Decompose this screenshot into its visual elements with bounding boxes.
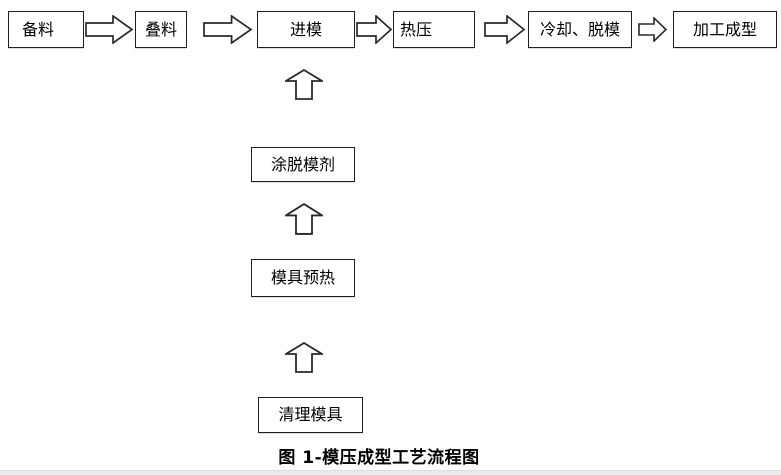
main-step-prepare-material-box: 备料 (8, 11, 84, 48)
arrow-right-icon (203, 15, 253, 44)
step-label: 进模 (289, 19, 322, 39)
arrow-right-icon (484, 15, 526, 44)
main-step-stack-material-box: 叠料 (135, 11, 187, 48)
step-label: 模具预热 (270, 268, 335, 287)
prep-step-clean-mold-box: 清理模具 (258, 397, 363, 433)
arrow-right-icon (356, 15, 393, 44)
arrow-up-icon (285, 69, 323, 100)
prep-step-apply-release-agent-box: 涂脱模剂 (251, 147, 355, 182)
step-label: 清理模具 (278, 405, 343, 424)
main-step-final-forming-box: 加工成型 (673, 11, 777, 48)
step-label: 热压 (400, 19, 433, 39)
main-step-enter-mold-box: 进模 (257, 11, 355, 48)
step-label: 加工成型 (692, 19, 757, 39)
main-step-cool-demold-box: 冷却、脱模 (528, 11, 632, 48)
arrow-up-icon (285, 203, 323, 235)
arrow-right-icon (638, 17, 668, 42)
page-bottom-edge (0, 470, 781, 475)
prep-step-preheat-mold-box: 模具预热 (251, 259, 355, 297)
step-label: 备料 (22, 19, 55, 39)
main-step-hot-press-box: 热压 (393, 11, 475, 48)
figure-caption: 图 1-模压成型工艺流程图 (278, 448, 480, 468)
step-label: 叠料 (144, 19, 177, 39)
arrow-up-icon (285, 342, 323, 373)
step-label: 冷却、脱模 (539, 19, 620, 39)
step-label: 涂脱模剂 (270, 154, 335, 174)
arrow-right-icon (85, 15, 134, 44)
